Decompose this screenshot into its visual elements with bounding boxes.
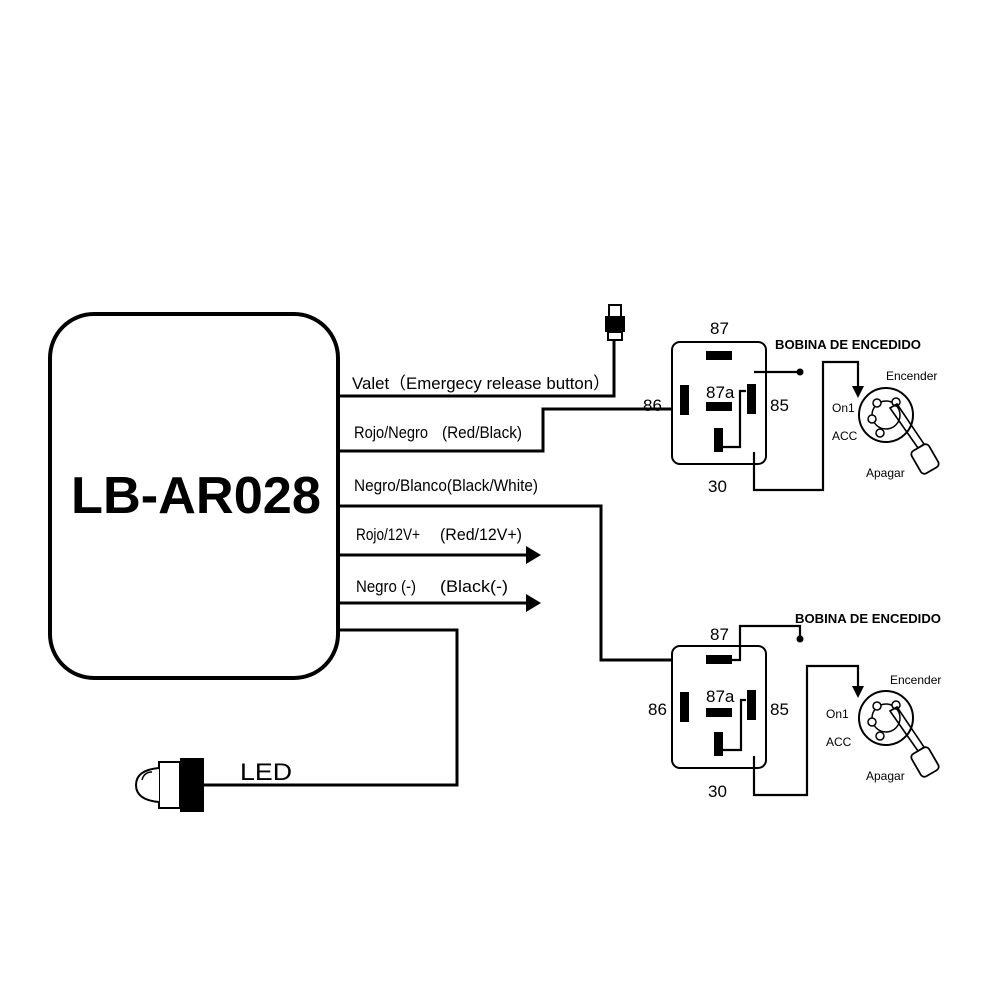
relay2-pin87a: 87a: [706, 687, 735, 706]
ignition2-acc-label: ACC: [826, 735, 852, 749]
relay-2: 87 87a 86 85 30: [648, 625, 789, 801]
led-label: LED: [240, 759, 292, 786]
relay1-pin30: 30: [708, 477, 727, 496]
black-neg-label: (Black(-): [440, 577, 508, 596]
relay2-pin30: 30: [708, 782, 727, 801]
relay1-pin87: 87: [710, 319, 729, 338]
led-wire: LED: [204, 628, 459, 787]
ignition1-off-label: Apagar: [866, 466, 905, 480]
relay2-coil-label: BOBINA DE ENCEDIDO: [795, 611, 941, 626]
negro-neg-wire: Negro (-) (Black(-): [338, 577, 541, 612]
relay2-pin86: 86: [648, 700, 667, 719]
rojo-12v-label: Rojo/12V+: [356, 525, 420, 544]
ignition1-acc-label: ACC: [832, 429, 858, 443]
relay1-coil-wiring: BOBINA DE ENCEDIDO: [752, 337, 921, 492]
relay1-pin86: 86: [643, 396, 662, 415]
relay1-pin87a: 87a: [706, 383, 735, 402]
ignition2-on-label: Encender: [890, 673, 941, 687]
relay1-pin85: 85: [770, 396, 789, 415]
valet-wire: Valet（Emergecy release button）: [338, 340, 616, 398]
led-icon: [134, 758, 204, 812]
ignition2-on1-label: On1: [826, 707, 849, 721]
ignition1-on-label: Encender: [886, 369, 937, 383]
ignition-switch-1-icon: Encender On1 ACC Apagar: [832, 369, 940, 480]
relay1-coil-label: BOBINA DE ENCEDIDO: [775, 337, 921, 352]
negro-neg-label: Negro (-): [356, 577, 416, 596]
rojo-12v-wire: Rojo/12V+ (Red/12V+): [338, 525, 541, 564]
relay-1: 87 87a 86 85 30: [643, 319, 789, 496]
ignition-switch-2-icon: Encender On1 ACC Apagar: [826, 673, 941, 783]
valet-wire-label: Valet（Emergecy release button）: [352, 374, 610, 393]
red-black-label: (Red/Black): [442, 423, 522, 442]
ignition2-off-label: Apagar: [866, 769, 905, 783]
control-module: LB-AR028: [48, 312, 340, 680]
module-model-label: LB-AR028: [71, 467, 321, 525]
negro-blanco-label: Negro/Blanco(Black/White): [354, 476, 538, 495]
relay2-coil-wiring: BOBINA DE ENCEDIDO: [732, 611, 941, 797]
relay2-pin87: 87: [710, 625, 729, 644]
red-12v-label: (Red/12V+): [440, 525, 522, 544]
relay2-pin85: 85: [770, 700, 789, 719]
ignition1-on1-label: On1: [832, 401, 855, 415]
rojo-negro-wire: Rojo/Negro (Red/Black): [338, 403, 684, 453]
valet-button-icon: [605, 304, 625, 341]
rojo-negro-label: Rojo/Negro: [354, 423, 428, 442]
